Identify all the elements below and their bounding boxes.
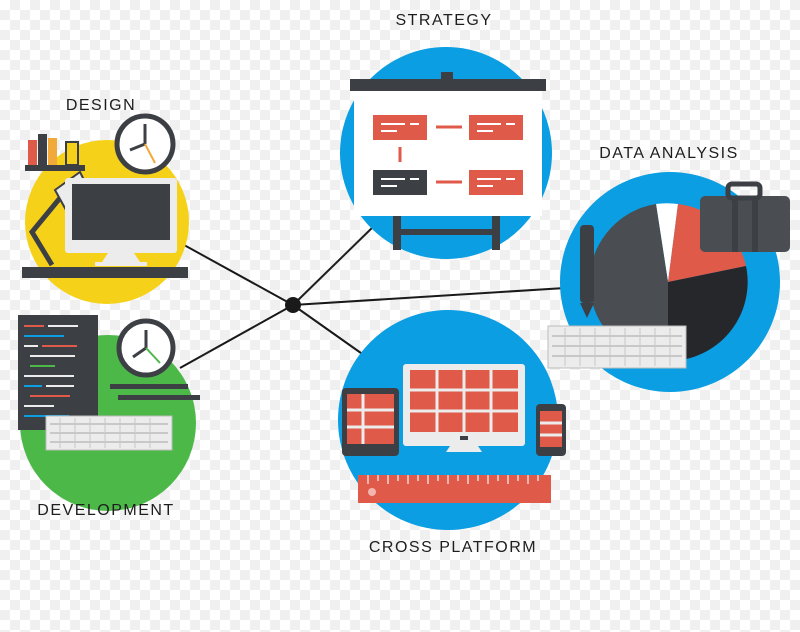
connector-development <box>179 304 294 369</box>
connector-strategy <box>292 224 376 306</box>
book-icon <box>28 140 37 165</box>
cross-platform-group <box>338 310 566 530</box>
whiteboard-icon <box>350 72 546 250</box>
design-label: DESIGN <box>65 97 137 114</box>
cross-platform-label: CROSS PLATFORM <box>368 539 538 556</box>
strategy-label: STRATEGY <box>395 12 493 29</box>
data-analysis-label: DATA ANALYSIS <box>599 145 739 162</box>
code-editor-icon <box>18 315 98 430</box>
connector-cross-platform <box>292 304 369 359</box>
book-icon <box>48 138 57 165</box>
development-label: DEVELOPMENT <box>37 502 175 519</box>
desktop-monitor-icon <box>403 364 525 452</box>
data-analysis-group <box>547 172 790 392</box>
shelf <box>25 165 85 171</box>
flowchart <box>373 115 523 195</box>
strategy-group <box>340 47 552 259</box>
pencil-icon <box>110 384 200 400</box>
desk <box>22 267 188 278</box>
monitor-icon <box>65 178 177 266</box>
keyboard-icon <box>45 415 173 451</box>
clock-icon <box>114 113 176 175</box>
briefcase-icon <box>700 181 790 252</box>
phone-icon <box>536 404 566 456</box>
connectors <box>174 224 566 369</box>
ruler-icon <box>358 475 551 503</box>
book-icon <box>38 134 47 165</box>
tablet-icon <box>342 388 399 456</box>
pie-chart-icon <box>589 203 748 362</box>
keyboard-icon <box>547 325 687 369</box>
connector-design <box>174 239 294 306</box>
connector-data-analysis <box>292 287 566 306</box>
design-group <box>22 113 189 304</box>
book-icon <box>65 141 79 166</box>
development-group <box>18 315 200 511</box>
pen-icon <box>580 225 594 318</box>
hub-node <box>285 297 301 313</box>
clock-icon <box>116 318 176 378</box>
